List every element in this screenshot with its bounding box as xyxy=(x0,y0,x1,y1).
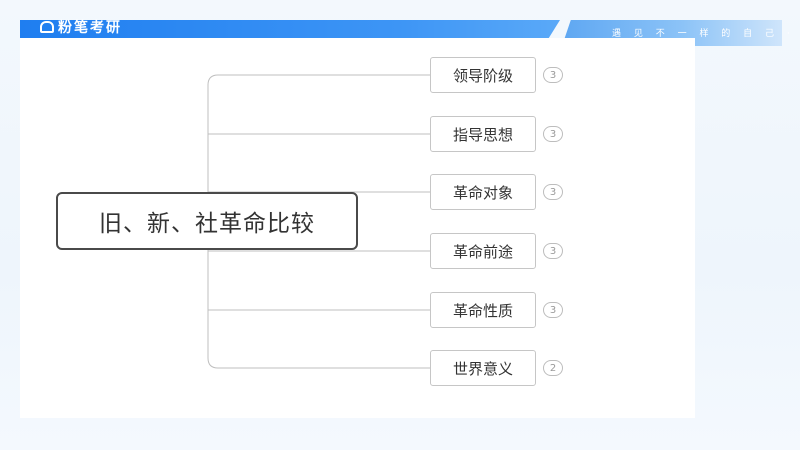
branch-count-badge[interactable]: 3 xyxy=(543,184,563,200)
branch-node-nature[interactable]: 革命性质 xyxy=(430,292,536,328)
brand-logo-icon xyxy=(40,21,54,33)
branch-node-future[interactable]: 革命前途 xyxy=(430,233,536,269)
mindmap-panel: 旧、新、社革命比较 领导阶级 3 指导思想 3 革命对象 3 革命前途 3 革命… xyxy=(20,38,695,418)
branch-count-badge[interactable]: 3 xyxy=(543,126,563,142)
branch-count-badge[interactable]: 3 xyxy=(543,67,563,83)
branch-count-badge[interactable]: 3 xyxy=(543,302,563,318)
brand-logo: 粉笔考研 xyxy=(40,18,122,36)
branch-node-world-significance[interactable]: 世界意义 xyxy=(430,350,536,386)
branch-node-leadership[interactable]: 领导阶级 xyxy=(430,57,536,93)
brand-name: 粉笔考研 xyxy=(58,20,122,36)
branch-node-ideology[interactable]: 指导思想 xyxy=(430,116,536,152)
mindmap-root-node[interactable]: 旧、新、社革命比较 xyxy=(56,192,358,250)
branch-count-badge[interactable]: 3 xyxy=(543,243,563,259)
branch-node-target[interactable]: 革命对象 xyxy=(430,174,536,210)
connector-lines xyxy=(207,74,430,369)
branch-count-badge[interactable]: 2 xyxy=(543,360,563,376)
header-slogan: 遇 见 不 一 样 的 自 己 · xyxy=(612,29,795,39)
